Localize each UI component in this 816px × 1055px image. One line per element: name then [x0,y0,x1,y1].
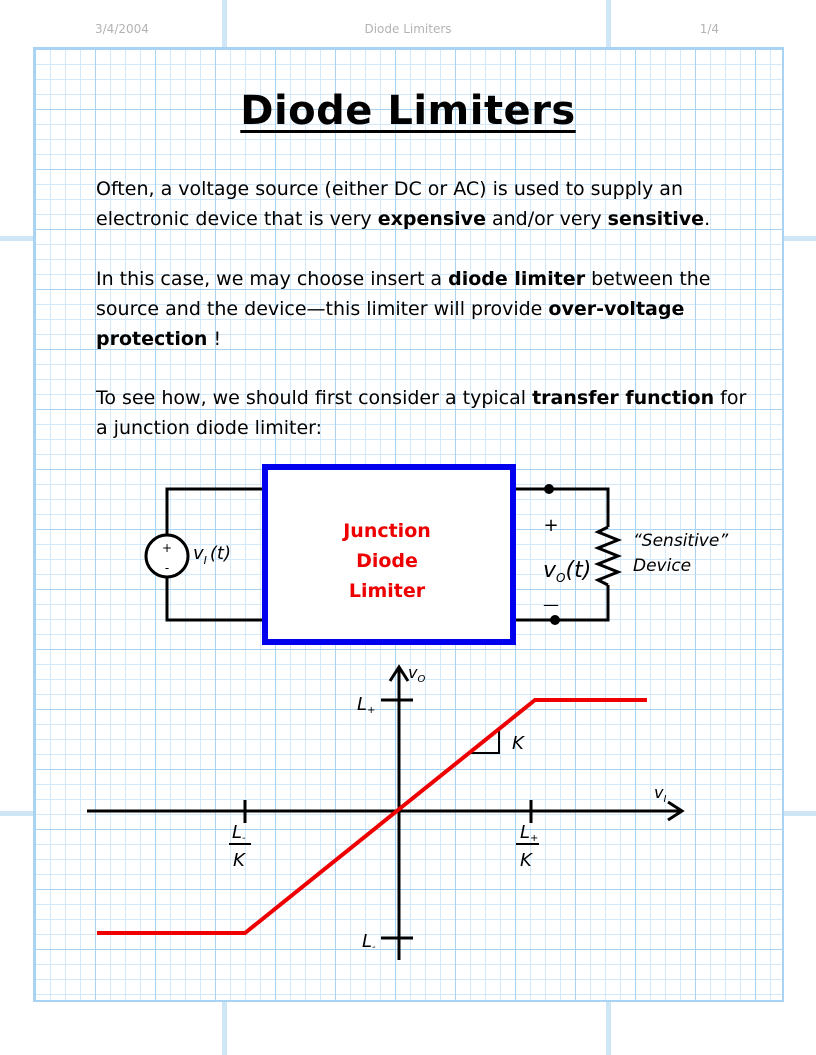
pos-break-numerator: L+ [520,822,538,844]
x-axis-arrowhead [667,800,685,822]
neg-break-num-sub: - [242,833,246,844]
y-axis-label-sub: O [417,674,425,685]
source-label-v: v [193,543,204,564]
x-axis-label-v: v [654,783,664,802]
slope-label: K [512,733,525,754]
p3-bold-transfer-function: transfer function [532,387,715,409]
p1-text-2: and/or very [485,208,608,230]
p1-bold-expensive: expensive [377,208,486,230]
source-label: vI(t) [193,543,231,567]
transfer-function-graph: vO vI L+ L- K L- K L+ K [87,663,685,960]
voltage-source-icon [144,533,190,579]
p1-bold-sensitive: sensitive [607,208,705,230]
neg-break-num-letter: L [232,822,242,843]
header-page-number: 1/4 [699,22,719,36]
L-minus-sub: - [372,942,376,953]
y-axis-label: vO [408,663,425,685]
p1-text-1: Often, a voltage source (either DC or AC… [96,178,683,230]
limiter-box [262,464,516,645]
x-axis-label-sub: I [663,794,666,805]
p2-bold-over-voltage: over-voltage protection [96,298,685,350]
limiter-box-label-3: Limiter [349,580,426,602]
p3-text-2: for a junction diode limiter: [96,387,747,439]
output-terminal-top [544,484,554,494]
L-plus-sub: + [367,705,375,716]
output-plus-sign: + [543,515,558,536]
output-label: vO(t) [543,558,591,585]
y-axis-label-v: v [408,663,418,682]
transfer-curve [97,698,647,935]
p2-text-2: between the source and the device—this l… [96,268,711,320]
page-title-text: Diode Limiters [240,88,576,134]
header-title: Diode Limiters [364,22,452,36]
y-axis-arrowhead [388,664,410,682]
wire-input-bottom [165,577,265,622]
source-label-sub: I [204,554,207,567]
pos-break-num-sub: + [530,833,538,844]
x-axis-label: vI [654,783,666,805]
paragraph-transfer: To see how, we should first consider a t… [96,383,756,443]
graph-paper [33,47,784,1002]
pos-break-num-letter: L [520,822,530,843]
output-minus-sign: — [543,595,559,614]
p2-text-1: In this case, we may choose insert a [96,268,449,290]
paragraph-intro: Often, a voltage source (either DC or AC… [96,174,756,234]
source-plus-sign: + [162,541,172,555]
output-label-v: v [543,558,557,583]
source-label-arg: (t) [210,543,231,564]
output-terminal-bottom [550,615,560,625]
wire-input-top [165,487,265,535]
p1-text-3: . [704,208,711,230]
p2-bold-diode-limiter: diode limiter [448,268,586,290]
resistor-icon [593,525,623,587]
header-date: 3/4/2004 [95,22,149,36]
limiter-box-label-1: Junction [341,520,431,542]
page-title: Diode Limiters [0,88,816,134]
neg-break-denominator: K [233,850,246,871]
L-minus-label: L- [362,931,376,953]
output-label-arg: (t) [565,558,591,583]
L-plus-letter: L [357,694,367,715]
paragraph-limiter: In this case, we may choose insert a dio… [96,264,756,354]
output-label-sub: O [556,571,565,585]
device-label-line-1: “Sensitive” [633,531,728,551]
L-minus-letter: L [362,931,372,952]
p3-text-1: To see how, we should first consider a t… [96,387,533,409]
limiter-box-label-2: Diode [356,550,418,572]
slope-triangle [470,729,500,754]
L-plus-label: L+ [357,694,375,716]
wire-output-top [513,487,610,527]
neg-break-numerator: L- [232,822,246,844]
pos-break-denominator: K [520,850,533,871]
device-label-line-2: Device [633,556,691,576]
p2-text-3: ! [207,328,222,350]
wire-output-bottom [513,585,610,622]
limiter-circuit-diagram: + - vI(t) Junction Diode Limiter + — vO(… [144,464,728,645]
source-minus-sign: - [165,561,169,575]
